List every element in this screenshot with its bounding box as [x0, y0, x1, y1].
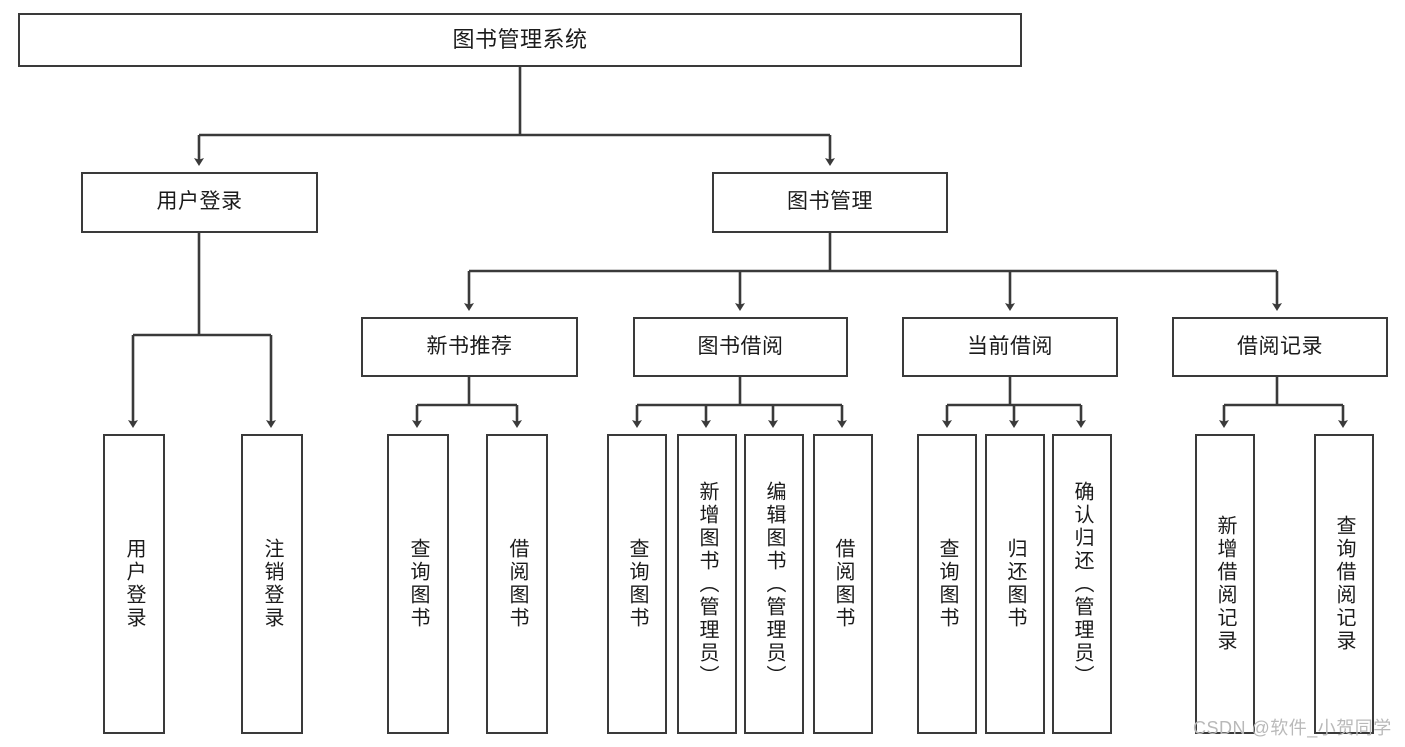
watermark-text: CSDN @软件_小贺同学 — [1193, 718, 1392, 738]
node-label: 图书借阅 — [697, 334, 784, 358]
node-label: 借阅记录 — [1237, 334, 1323, 358]
node-book-management[interactable]: 图书管理 — [712, 172, 948, 233]
leaf-confirm-return-admin[interactable]: 确认归还（管理员） — [1052, 434, 1112, 734]
node-root-system[interactable]: 图书管理系统 — [18, 13, 1022, 67]
node-label: 借阅图书 — [832, 538, 854, 630]
leaf-add-borrow-record[interactable]: 新增借阅记录 — [1195, 434, 1255, 734]
node-label: 新增借阅记录 — [1214, 515, 1236, 653]
node-label: 新增图书（管理员） — [696, 480, 718, 688]
leaf-logout[interactable]: 注销登录 — [241, 434, 303, 734]
leaf-borrow-book-recommend[interactable]: 借阅图书 — [486, 434, 548, 734]
node-user-login[interactable]: 用户登录 — [81, 172, 318, 233]
leaf-query-borrow-record[interactable]: 查询借阅记录 — [1314, 434, 1374, 734]
node-label: 归还图书 — [1004, 538, 1026, 630]
leaf-add-book-admin[interactable]: 新增图书（管理员） — [677, 434, 737, 734]
node-label: 查询借阅记录 — [1333, 515, 1355, 653]
node-label: 用户登录 — [123, 538, 145, 630]
node-label: 用户登录 — [156, 190, 243, 214]
node-new-book-recommend[interactable]: 新书推荐 — [361, 317, 578, 377]
leaf-user-login[interactable]: 用户登录 — [103, 434, 165, 734]
node-label: 查询图书 — [936, 538, 958, 630]
leaf-borrow-book[interactable]: 借阅图书 — [813, 434, 873, 734]
node-book-borrow[interactable]: 图书借阅 — [633, 317, 848, 377]
node-label: 图书管理系统 — [452, 26, 588, 52]
node-borrow-record[interactable]: 借阅记录 — [1172, 317, 1388, 377]
node-label: 确认归还（管理员） — [1071, 480, 1093, 688]
leaf-return-book[interactable]: 归还图书 — [985, 434, 1045, 734]
leaf-query-book-borrow[interactable]: 查询图书 — [607, 434, 667, 734]
node-label: 当前借阅 — [967, 334, 1053, 358]
node-label: 借阅图书 — [506, 538, 528, 630]
leaf-query-book-recommend[interactable]: 查询图书 — [387, 434, 449, 734]
leaf-edit-book-admin[interactable]: 编辑图书（管理员） — [744, 434, 804, 734]
node-label: 注销登录 — [261, 538, 283, 630]
node-label: 新书推荐 — [426, 334, 513, 358]
leaf-query-book-current[interactable]: 查询图书 — [917, 434, 977, 734]
node-current-borrow[interactable]: 当前借阅 — [902, 317, 1118, 377]
node-label: 编辑图书（管理员） — [763, 480, 785, 688]
node-label: 查询图书 — [626, 538, 648, 630]
node-label: 查询图书 — [407, 538, 429, 630]
node-label: 图书管理 — [787, 190, 873, 214]
